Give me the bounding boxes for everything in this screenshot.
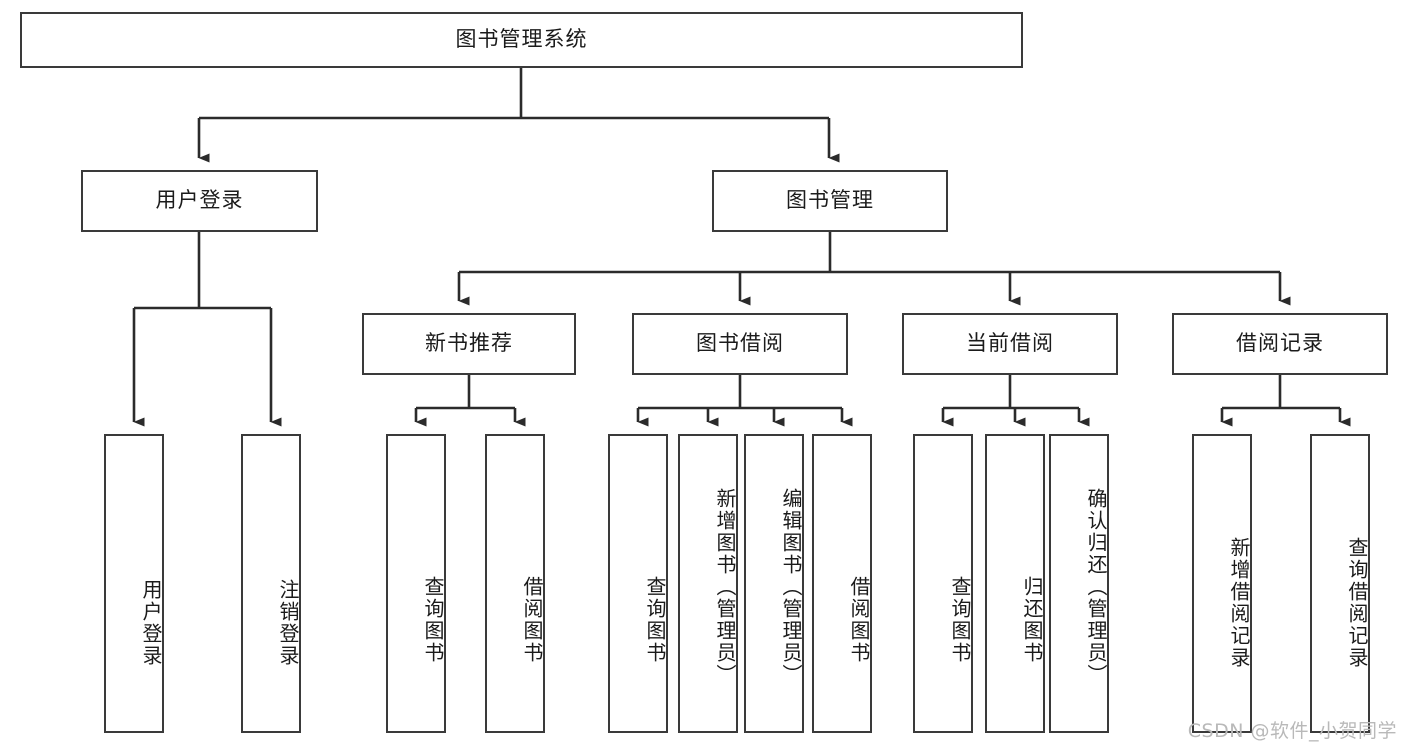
node-current-borrow-label: 当前借阅 bbox=[966, 331, 1054, 356]
leaf-add-book-admin-label: 新增图书（管理员） bbox=[713, 487, 737, 686]
leaf-return-book[interactable]: 归还图书 bbox=[985, 434, 1045, 733]
node-new-book-recommend-label: 新书推荐 bbox=[425, 331, 513, 356]
leaf-confirm-return-admin-label: 确认归还（管理员） bbox=[1084, 487, 1108, 686]
node-book-borrow-label: 图书借阅 bbox=[696, 331, 784, 356]
leaf-edit-book-admin[interactable]: 编辑图书（管理员） bbox=[744, 434, 804, 733]
node-root[interactable]: 图书管理系统 bbox=[20, 12, 1023, 68]
leaf-add-book-admin[interactable]: 新增图书（管理员） bbox=[678, 434, 738, 733]
leaf-query-book-recommend-label: 查询图书 bbox=[421, 575, 445, 664]
node-root-label: 图书管理系统 bbox=[455, 27, 588, 52]
leaf-logout-label: 注销登录 bbox=[276, 578, 300, 667]
leaf-borrow-book[interactable]: 借阅图书 bbox=[812, 434, 872, 733]
leaf-query-book-borrow-label: 查询图书 bbox=[643, 575, 667, 664]
leaf-return-book-label: 归还图书 bbox=[1020, 575, 1044, 664]
node-borrow-record-label: 借阅记录 bbox=[1236, 331, 1324, 356]
leaf-add-borrow-record[interactable]: 新增借阅记录 bbox=[1192, 434, 1252, 733]
leaf-user-login[interactable]: 用户登录 bbox=[104, 434, 164, 733]
node-new-book-recommend[interactable]: 新书推荐 bbox=[362, 313, 576, 375]
leaf-query-borrow-record[interactable]: 查询借阅记录 bbox=[1310, 434, 1370, 733]
node-user-login-label: 用户登录 bbox=[155, 188, 244, 213]
node-user-login[interactable]: 用户登录 bbox=[81, 170, 318, 232]
leaf-query-book-borrow[interactable]: 查询图书 bbox=[608, 434, 668, 733]
leaf-query-book-recommend[interactable]: 查询图书 bbox=[386, 434, 446, 733]
leaf-query-borrow-record-label: 查询借阅记录 bbox=[1345, 536, 1369, 669]
leaf-borrow-book-label: 借阅图书 bbox=[847, 575, 871, 664]
watermark-text: CSDN @软件_小贺同学 bbox=[1187, 720, 1397, 742]
node-borrow-record[interactable]: 借阅记录 bbox=[1172, 313, 1388, 375]
leaf-edit-book-admin-label: 编辑图书（管理员） bbox=[779, 487, 803, 686]
leaf-user-login-label: 用户登录 bbox=[139, 578, 163, 667]
leaf-confirm-return-admin[interactable]: 确认归还（管理员） bbox=[1049, 434, 1109, 733]
leaf-query-book-current-label: 查询图书 bbox=[948, 575, 972, 664]
leaf-query-book-current[interactable]: 查询图书 bbox=[913, 434, 973, 733]
leaf-logout[interactable]: 注销登录 bbox=[241, 434, 301, 733]
leaf-borrow-book-recommend[interactable]: 借阅图书 bbox=[485, 434, 545, 733]
leaf-borrow-book-recommend-label: 借阅图书 bbox=[520, 575, 544, 664]
node-book-management-label: 图书管理 bbox=[786, 188, 874, 213]
leaf-add-borrow-record-label: 新增借阅记录 bbox=[1227, 536, 1251, 669]
node-book-management[interactable]: 图书管理 bbox=[712, 170, 948, 232]
node-current-borrow[interactable]: 当前借阅 bbox=[902, 313, 1118, 375]
node-book-borrow[interactable]: 图书借阅 bbox=[632, 313, 848, 375]
